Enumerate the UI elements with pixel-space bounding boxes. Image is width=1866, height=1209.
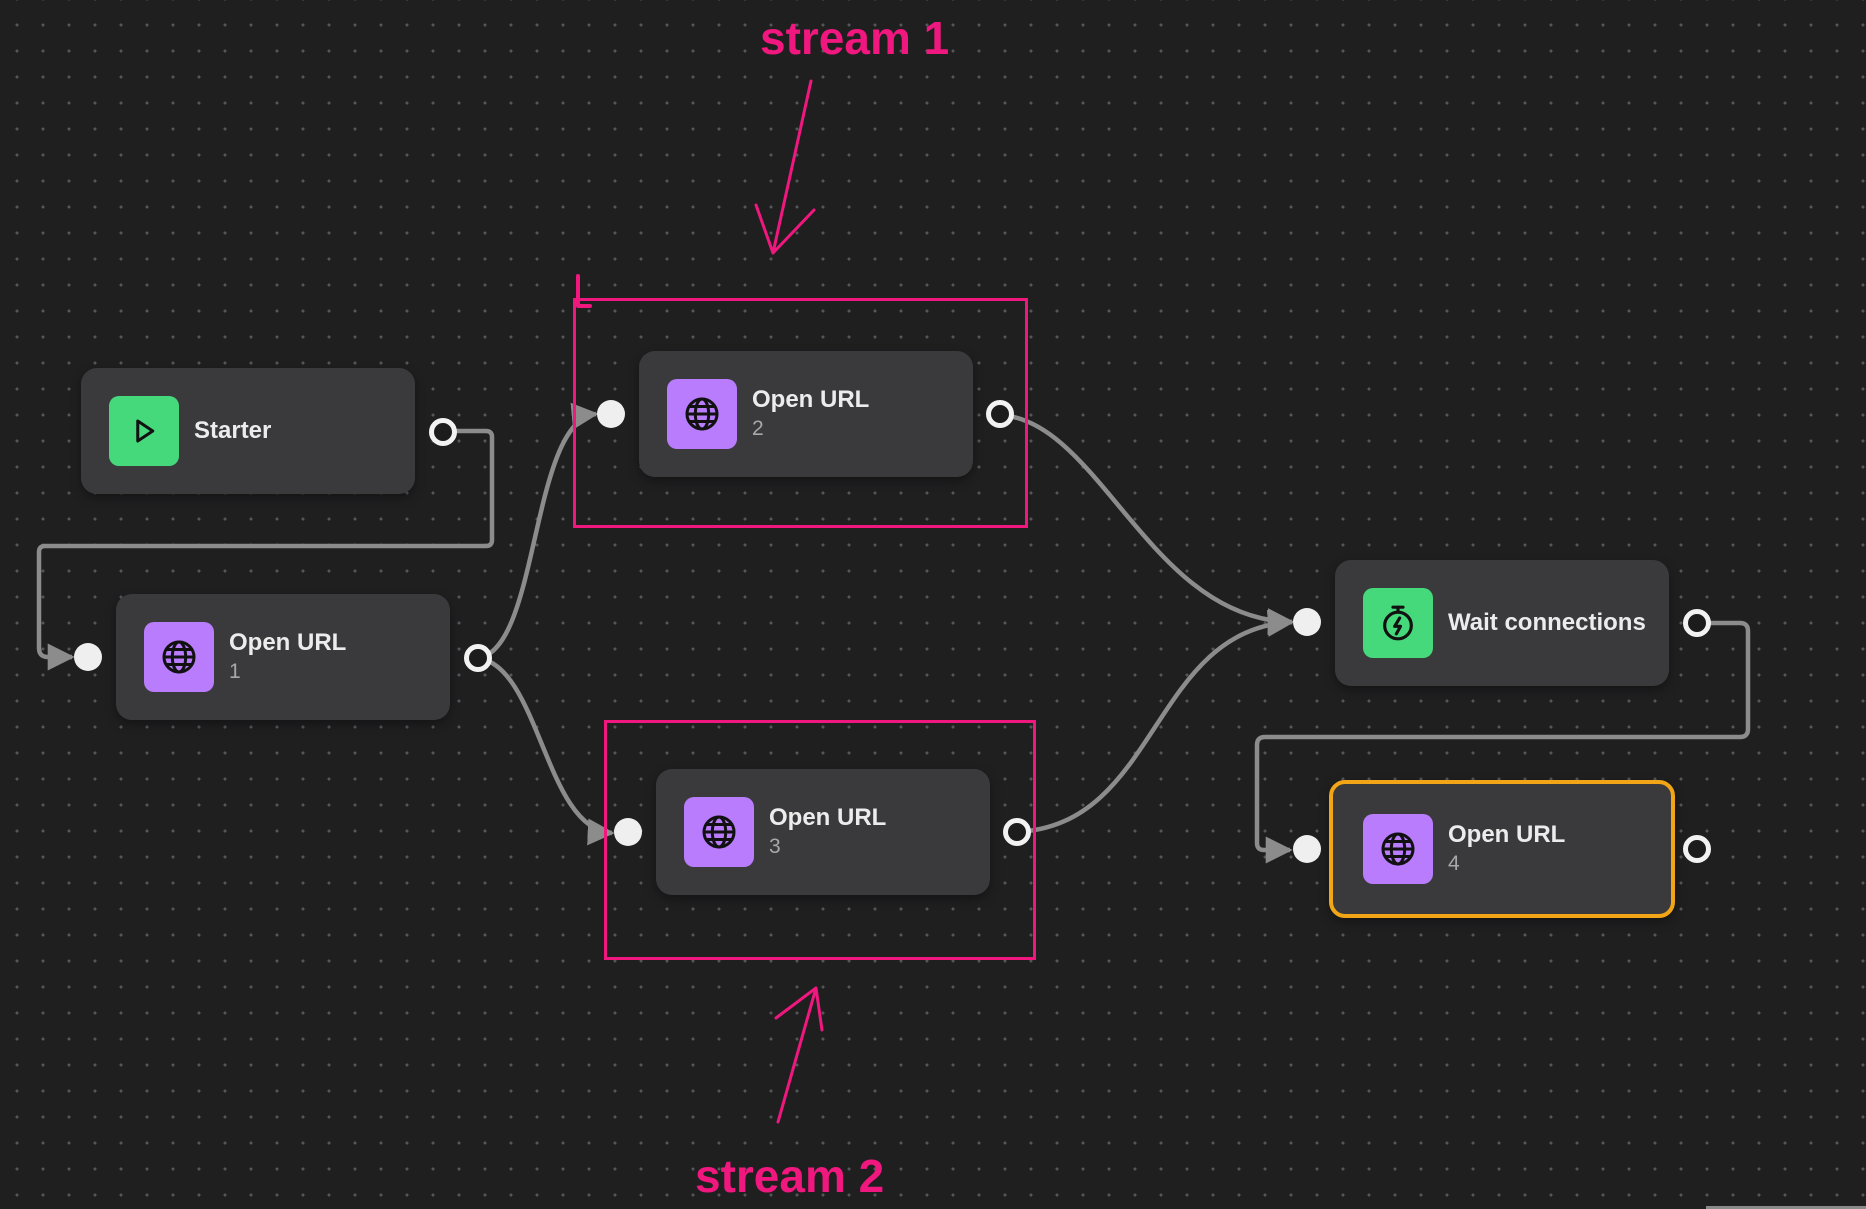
starter-node[interactable]: Starter xyxy=(81,368,415,494)
globe-icon xyxy=(144,622,214,692)
node-title: Open URL xyxy=(229,629,347,656)
node-subtitle: 4 xyxy=(1448,852,1460,875)
node-subtitle: 1 xyxy=(229,660,241,683)
canvas-corner-divider xyxy=(1706,1206,1866,1209)
node-title: Starter xyxy=(194,417,272,444)
globe-icon xyxy=(667,379,737,449)
open-url-1-output-port[interactable] xyxy=(464,644,492,672)
stream1-arrow xyxy=(754,79,816,255)
node-title: Open URL xyxy=(1448,821,1566,848)
open-url-3-node[interactable]: Open URL 3 xyxy=(656,769,990,895)
stream2-highlight-box xyxy=(604,720,1036,960)
wait-connections-output-port[interactable] xyxy=(1683,609,1711,637)
node-subtitle: 2 xyxy=(752,417,764,440)
open-url-1-input-port[interactable] xyxy=(74,643,102,671)
node-title: Open URL xyxy=(752,386,870,413)
open-url-3-output-port[interactable] xyxy=(1003,818,1031,846)
edge-url3-to-wait xyxy=(1016,609,1295,835)
open-url-4-input-port[interactable] xyxy=(1293,835,1321,863)
open-url-4-output-port[interactable] xyxy=(1683,835,1711,863)
open-url-2-input-port[interactable] xyxy=(597,400,625,428)
node-subtitle: 3 xyxy=(769,835,781,858)
stream1-label: stream 1 xyxy=(760,12,950,64)
open-url-1-node[interactable]: Open URL 1 xyxy=(116,594,450,720)
stopwatch-icon xyxy=(1363,588,1433,658)
stream2-arrow xyxy=(774,986,824,1124)
starter-output-port[interactable] xyxy=(429,418,457,446)
edge-starter-to-url1 xyxy=(36,428,495,671)
node-title: Wait connections xyxy=(1448,609,1646,636)
wait-connections-input-port[interactable] xyxy=(1293,608,1321,636)
open-url-4-node[interactable]: Open URL 4 xyxy=(1329,780,1675,918)
open-url-3-input-port[interactable] xyxy=(614,818,642,846)
stream1-highlight-box xyxy=(573,298,1028,528)
node-title: Open URL xyxy=(769,804,887,831)
wait-connections-node[interactable]: Wait connections xyxy=(1335,560,1669,686)
globe-icon xyxy=(684,797,754,867)
stream2-label: stream 2 xyxy=(695,1150,885,1202)
edge-url1-to-url3 xyxy=(477,655,615,846)
play-icon xyxy=(109,396,179,466)
open-url-2-node[interactable]: Open URL 2 xyxy=(639,351,973,477)
open-url-2-output-port[interactable] xyxy=(986,400,1014,428)
edge-url2-to-wait xyxy=(999,412,1295,636)
globe-icon xyxy=(1363,814,1433,884)
stream1-box-corner-mark xyxy=(576,274,592,308)
edge-wait-to-url4 xyxy=(1254,620,1751,864)
